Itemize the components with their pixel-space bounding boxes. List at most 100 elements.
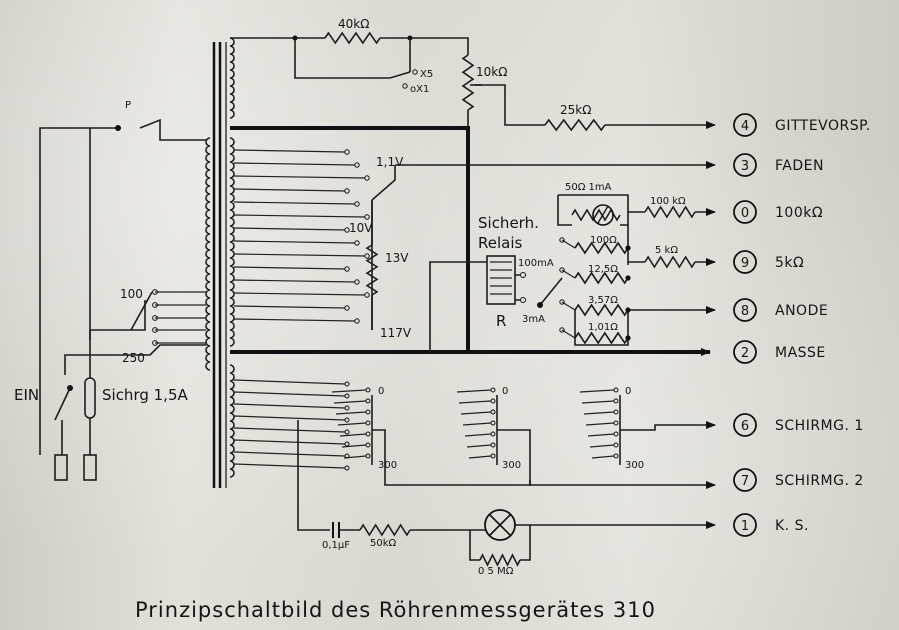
heater-tap-contact: [344, 305, 350, 311]
heater-tap-wire: [233, 188, 346, 192]
sg2-selector-contact: [490, 398, 496, 404]
label-x5: X5: [420, 69, 433, 80]
sg1-selector-contact: [365, 442, 371, 448]
primary-taps: [152, 289, 206, 346]
terminal-label: K. S.: [775, 518, 809, 534]
terminal-number: 2: [741, 346, 749, 361]
screen-taps: [233, 379, 619, 471]
sg3-selector-contact: [613, 420, 619, 426]
terminal-label: ANODE: [775, 303, 828, 319]
lower-tap-wire: [233, 463, 346, 469]
resistor-100k: [644, 205, 696, 219]
lower-tap-wire: [233, 415, 346, 421]
sg3-selector-wire: [583, 411, 615, 415]
label-1-01ohm: 1,01Ω: [588, 322, 618, 333]
sg2-selector-contact: [490, 431, 496, 437]
label-40k: 40kΩ: [338, 17, 369, 31]
label-r: R: [496, 312, 506, 330]
sg3-selector-contact: [613, 442, 619, 448]
terminal-ring: [733, 468, 757, 492]
heater-secondary-winding: [229, 137, 235, 347]
heater-tap-contact: [354, 162, 360, 168]
label-10v: 10V: [349, 221, 373, 235]
heater-tap-contact: [344, 149, 350, 155]
terminal-1: 1 K. S.: [733, 513, 809, 537]
resistor-meter: [571, 208, 621, 222]
transformer-core: [212, 42, 227, 488]
label-1-1v: 1,1V: [376, 155, 404, 169]
label-sw2-300: 300: [502, 460, 521, 471]
label-100ma: 100mA: [518, 258, 554, 269]
heater-tap-contact: [354, 279, 360, 285]
sg2-selector-wire: [462, 422, 492, 426]
sg1-selector-wire: [339, 433, 367, 437]
label-12-5ohm: 12,5Ω: [588, 264, 618, 275]
shunt-contact: [559, 327, 565, 333]
heater-tap-wire: [233, 227, 346, 231]
tap-contact: [152, 327, 158, 333]
shunt-contact: [559, 299, 565, 305]
sg1-selector-contact: [365, 431, 371, 437]
screen-grid-selectors: [371, 395, 715, 485]
main-coil-turns: [229, 137, 235, 347]
sg1-selector-wire: [331, 389, 367, 393]
label-ein: EIN: [14, 386, 39, 404]
sg3-selector-contact: [613, 431, 619, 437]
sg2-selector-wire: [468, 455, 492, 459]
tap-contact: [152, 315, 158, 321]
lower-tap-contact: [344, 453, 350, 459]
label-13v: 13V: [385, 251, 409, 265]
terminal-number: 6: [741, 419, 749, 434]
primary-winding: [205, 137, 211, 371]
heater-tap-contact: [364, 175, 370, 181]
heater-tap-contact: [364, 292, 370, 298]
upper-coil-turns: [229, 37, 235, 119]
terminal-number: 7: [741, 474, 749, 489]
terminal-ring: [733, 413, 757, 437]
heater-tap-wire: [233, 240, 356, 244]
lower-tap-contact: [344, 465, 350, 471]
terminal-label: FADEN: [775, 158, 824, 174]
label-tap-250: 250: [122, 351, 145, 365]
label-sw1-0: 0: [378, 386, 384, 397]
sg1-selector-wire: [337, 422, 367, 426]
terminal-number: 4: [741, 119, 749, 134]
sg3-selector-wire: [579, 389, 615, 393]
terminal-ring: [733, 200, 757, 224]
resistor-25k: [544, 118, 606, 132]
sg1-selector-contact: [365, 453, 371, 459]
diagram-caption: Prinzipschaltbild des Röhrenmessgerätes …: [135, 598, 656, 622]
upper-secondary-winding: [229, 37, 235, 119]
sg1-selector-wire: [335, 411, 367, 415]
terminal-ring: [733, 113, 757, 137]
sg2-selector-wire: [466, 444, 492, 448]
terminal-label: 100kΩ: [775, 205, 823, 221]
heater-tap-wire: [233, 201, 356, 205]
screen-secondary-winding: [229, 364, 235, 478]
sg2-selector-contact: [490, 420, 496, 426]
terminal-ring: [733, 298, 757, 322]
sg3-selector-wire: [587, 433, 615, 437]
label-0-5m: 0 5 MΩ: [478, 566, 514, 577]
lower-tap-contact: [344, 381, 350, 387]
grid-bias-network: [230, 35, 716, 129]
lower-tap-contact: [344, 441, 350, 447]
terminal-number: 1: [741, 519, 749, 534]
sg2-selector-contact: [490, 387, 496, 393]
sg2-selector-contact: [490, 453, 496, 459]
shunt-node: [625, 307, 631, 313]
heater-tap-contact: [344, 266, 350, 272]
mains-circuit: [39, 118, 206, 481]
resistor-50k: [359, 523, 411, 537]
cathode-circuit: [297, 420, 716, 561]
terminal-number: 9: [741, 256, 749, 271]
sg3-selector-contact: [613, 387, 619, 393]
lower-coil-turns: [229, 364, 235, 478]
heater-tap-wire: [233, 266, 346, 270]
label-relay-1: Sicherh.: [478, 214, 539, 232]
